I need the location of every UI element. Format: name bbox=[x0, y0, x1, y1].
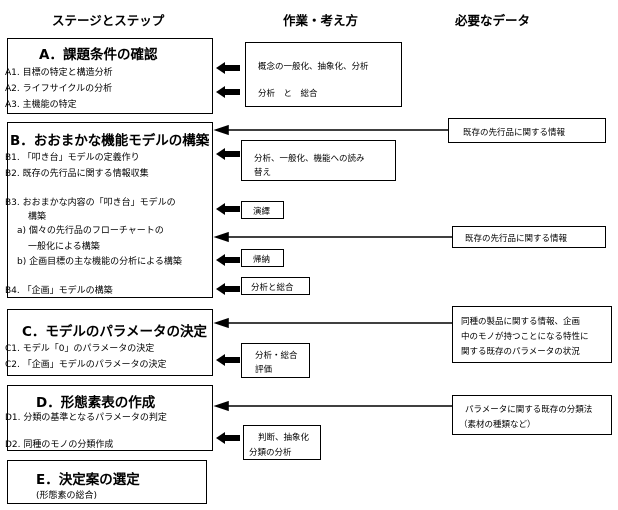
stage-d-title: D．形態素表の作成 bbox=[36, 395, 156, 411]
connector-arrowhead-2 bbox=[213, 231, 229, 243]
stage-b-box: B．おおまかな機能モデルの構築 B1. 「叩き台」モデルの定義作り B2. 既存… bbox=[5, 122, 213, 298]
step-b4: B4. 「企画」モデルの構築 bbox=[5, 286, 113, 296]
step-b3: B3. おおまかな内容の「叩き台」モデルの bbox=[5, 198, 176, 208]
method-text: 分析 と 総合 bbox=[258, 89, 318, 99]
left-arrow-icon bbox=[216, 254, 240, 266]
stage-c-box: C．モデルのパラメータの決定 C1. モデル「0」のパラメータの決定 C2. 「… bbox=[5, 309, 213, 376]
data-text: （素材の種類など） bbox=[459, 420, 536, 430]
stage-e-subtitle: (形態素の総合) bbox=[36, 491, 98, 501]
header-stages: ステージとステップ bbox=[52, 13, 165, 28]
left-arrow-icon bbox=[216, 203, 240, 215]
left-arrow-icon bbox=[216, 283, 240, 295]
left-arrow-icon bbox=[216, 86, 240, 98]
stage-b-title: B．おおまかな機能モデルの構築 bbox=[10, 133, 210, 149]
step-c1: C1. モデル「0」のパラメータの決定 bbox=[5, 344, 155, 354]
method-text: 分析・総合 bbox=[255, 351, 298, 361]
step-d2: D2. 同種のモノの分類作成 bbox=[5, 440, 114, 450]
method-text: 演繹 bbox=[253, 207, 271, 217]
left-arrow-icon bbox=[216, 354, 240, 366]
method-text: 分析、一般化、機能への読み bbox=[254, 154, 365, 164]
data-text: 同種の製品に関する情報、企画 bbox=[461, 317, 581, 327]
data-text: パラメータに関する既存の分類法 bbox=[465, 405, 593, 415]
step-b2: B2. 既存の先行品に関する情報収集 bbox=[5, 169, 149, 179]
left-arrow-icon bbox=[216, 62, 240, 74]
step-a2: A2. ライフサイクルの分析 bbox=[5, 84, 113, 94]
connector-arrowhead-3 bbox=[213, 317, 229, 329]
data-text: 中のモノが持つことになる特性に bbox=[461, 332, 589, 342]
stage-c-title: C．モデルのパラメータの決定 bbox=[22, 324, 208, 340]
step-b3-cont: 構築 bbox=[28, 212, 47, 222]
step-b1: B1. 「叩き台」モデルの定義作り bbox=[5, 153, 140, 163]
method-box-3: 演繹 bbox=[241, 201, 284, 219]
method-box-4: 帰納 bbox=[241, 249, 284, 267]
data-box-1: 既存の先行品に関する情報 bbox=[448, 118, 606, 143]
connector-arrowhead-1 bbox=[213, 124, 229, 136]
step-b3b: b) 企画目標の主な機能の分析による構築 bbox=[17, 257, 182, 267]
method-text: 判断、抽象化 bbox=[258, 433, 310, 443]
method-text: 替え bbox=[254, 168, 272, 178]
method-box-1: 概念の一般化、抽象化、分析 分析 と 総合 bbox=[245, 42, 402, 107]
left-arrow-icon bbox=[216, 432, 240, 444]
step-b3a-cont: 一般化による構築 bbox=[28, 242, 100, 252]
data-box-4: パラメータに関する既存の分類法 （素材の種類など） bbox=[452, 395, 612, 435]
step-c2: C2. 「企画」モデルのパラメータの決定 bbox=[5, 360, 167, 370]
step-d1: D1. 分類の基準となるパラメータの判定 bbox=[5, 413, 167, 423]
method-box-2: 分析、一般化、機能への読み 替え bbox=[241, 140, 396, 181]
left-arrow-icon bbox=[216, 148, 240, 160]
stage-e-title: E．決定案の選定 bbox=[36, 472, 140, 488]
step-a1: A1. 目標の特定と構造分析 bbox=[5, 68, 113, 78]
header-data: 必要なデータ bbox=[455, 13, 531, 28]
data-text: 関する既存のパラメータの状況 bbox=[461, 347, 580, 357]
step-a3: A3. 主機能の特定 bbox=[5, 100, 77, 110]
data-box-2: 既存の先行品に関する情報 bbox=[452, 226, 606, 248]
stage-d-box: D．形態素表の作成 D1. 分類の基準となるパラメータの判定 D2. 同種のモノ… bbox=[5, 385, 213, 451]
method-text: 分析と総合 bbox=[251, 283, 294, 293]
stage-a-box: A．課題条件の確認 A1. 目標の特定と構造分析 A2. ライフサイクルの分析 … bbox=[5, 38, 213, 114]
data-text: 既存の先行品に関する情報 bbox=[465, 234, 568, 244]
method-text: 評価 bbox=[255, 365, 273, 375]
method-text: 分類の分析 bbox=[249, 448, 292, 458]
method-box-5: 分析と総合 bbox=[241, 277, 310, 295]
method-text: 帰納 bbox=[253, 255, 271, 265]
method-text: 概念の一般化、抽象化、分析 bbox=[258, 62, 369, 72]
data-text: 既存の先行品に関する情報 bbox=[463, 128, 566, 138]
connector-arrowhead-4 bbox=[213, 400, 229, 412]
stage-e-box: E．決定案の選定 (形態素の総合) bbox=[7, 460, 207, 504]
method-box-6: 分析・総合 評価 bbox=[241, 343, 310, 378]
data-box-3: 同種の製品に関する情報、企画 中のモノが持つことになる特性に 関する既存のパラメ… bbox=[452, 306, 612, 363]
stage-a-title: A．課題条件の確認 bbox=[39, 47, 158, 63]
step-b3a: a) 個々の先行品のフローチャートの bbox=[17, 226, 164, 236]
method-box-7: 判断、抽象化 分類の分析 bbox=[243, 425, 321, 460]
header-methods: 作業・考え方 bbox=[283, 13, 359, 28]
